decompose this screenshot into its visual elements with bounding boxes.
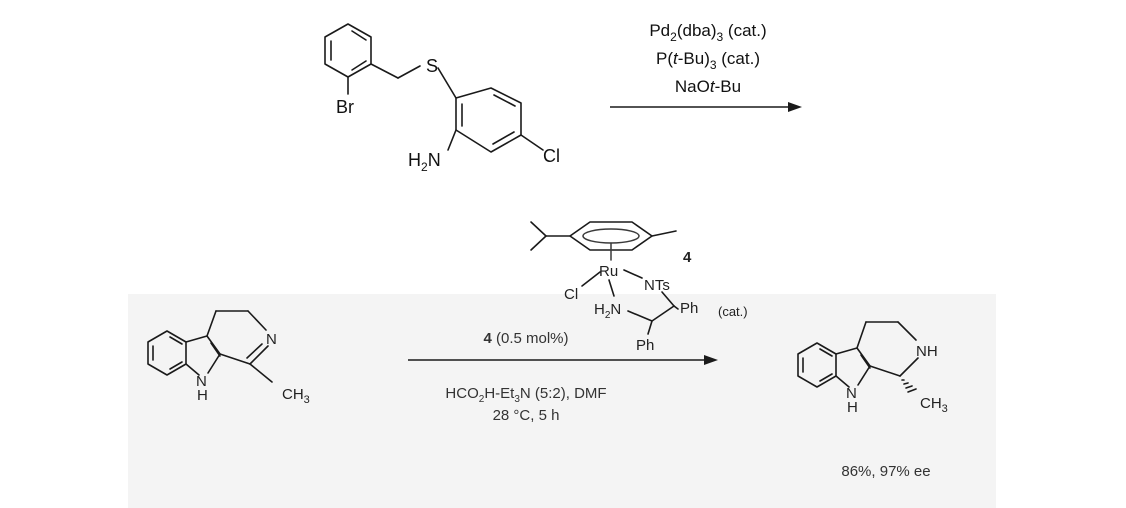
pyrrole-bond <box>207 353 221 374</box>
n-ch-bond <box>661 291 675 307</box>
phenyl-label-1: Ph <box>680 300 698 317</box>
ring-bond <box>856 321 867 349</box>
benzene-ring-left <box>324 23 372 78</box>
ch2-s-bond <box>397 65 421 79</box>
indole-h-label: H <box>197 387 208 404</box>
ring-double-bond <box>819 373 833 382</box>
reaction1-arrowhead <box>788 102 802 112</box>
yield-ee-result: 86%, 97% ee <box>841 463 930 480</box>
cl-label: Cl <box>564 286 578 303</box>
indole-h-label: H <box>847 399 858 416</box>
imine-bond <box>249 345 269 365</box>
ring-bond <box>219 353 251 365</box>
n-ch-bond <box>627 310 653 322</box>
imine-double-bond <box>246 343 263 359</box>
ligand-line: P(t-Bu)3 (cat.) <box>656 49 760 72</box>
chlorine-label: Cl <box>543 146 560 166</box>
amine-label: H2N <box>408 150 441 174</box>
isopropyl-bond <box>530 221 547 237</box>
reaction2-conditions: 4 (0.5 mol%) HCO2H-Et3N (5:2), DMF 28 °C… <box>408 330 718 424</box>
c-n-bond <box>447 129 457 151</box>
pyrrole-double-bond <box>860 354 871 369</box>
ru-nh2-bond <box>608 279 615 297</box>
reaction1-conditions: Pd2(dba)3 (cat.) P(t-Bu)3 (cat.) NaOt-Bu <box>610 21 802 112</box>
ring-double-bond <box>492 131 515 145</box>
catalyst-number: 4 <box>683 249 692 266</box>
ch-ph-bond <box>647 320 653 335</box>
dihydro-beta-carboline-substrate: N N H CH3 <box>147 310 310 406</box>
pyrrole-bond <box>185 335 208 343</box>
pyrrole-bond <box>185 363 200 376</box>
ring-bond <box>897 321 917 341</box>
isopropyl-bond <box>530 235 547 251</box>
ring-double-bond <box>493 94 516 107</box>
reaction2-arrowhead <box>704 355 718 365</box>
ring-double-bond <box>819 348 833 357</box>
methyl-bond <box>249 363 273 383</box>
phenyl-label-2: Ph <box>636 337 654 354</box>
catalyst-pd-line: Pd2(dba)3 (cat.) <box>649 21 766 44</box>
nts-label: NTs <box>644 277 670 294</box>
pyrrole-bond <box>206 335 221 355</box>
ring-double-bond <box>169 361 183 370</box>
ru-nts-bond <box>623 269 643 279</box>
pyrrole-bond <box>835 375 850 388</box>
aryl-bromide-substrate: S Br H2N Cl <box>324 23 560 174</box>
methyl-label: CH3 <box>920 395 948 415</box>
solvent-line: HCO2H-Et3N (5:2), DMF <box>445 385 606 405</box>
benzylic-bond <box>370 63 399 79</box>
hashed-stereo-bond <box>901 379 917 393</box>
h2n-label: H2N <box>594 301 621 321</box>
methyl-bond <box>651 230 677 237</box>
ring-bond <box>247 310 267 331</box>
catalyst-cat-label: (cat.) <box>718 304 748 319</box>
indole-n-label: N <box>196 373 207 390</box>
methyl-label: CH3 <box>282 386 310 406</box>
ring-bond <box>206 310 217 337</box>
bromine-label: Br <box>336 97 354 117</box>
benzene-ring-right <box>455 87 522 153</box>
ch-ch-bond <box>651 305 675 322</box>
ring-double-bond <box>351 60 367 71</box>
temperature-time-line: 28 °C, 5 h <box>493 407 560 424</box>
ch-ph-bond <box>673 305 679 310</box>
ring-double-bond <box>351 30 367 41</box>
aromatic-circle <box>582 228 640 244</box>
s-aryl-bond <box>437 67 457 99</box>
ring-bond <box>899 357 919 377</box>
pyrrole-bond <box>857 365 871 386</box>
ruthenium-catalyst-4: Ru NTs Cl H2N Ph Ph 4 (cat.) <box>530 221 748 354</box>
indole-n-label: N <box>846 385 857 402</box>
catalyst-loading: 4 (0.5 mol%) <box>483 330 568 347</box>
pyrrole-bond <box>856 347 871 367</box>
ring-bond <box>869 365 901 377</box>
imine-n-label: N <box>266 331 277 348</box>
c-cl-bond <box>520 134 544 151</box>
ru-label: Ru <box>599 263 618 280</box>
tetrahydro-beta-carboline-product: NH N H CH3 <box>797 321 948 416</box>
sulfur-label: S <box>426 56 438 76</box>
base-line: NaOt-Bu <box>675 77 741 96</box>
nh-label: NH <box>916 343 938 360</box>
ru-cl-bond <box>581 271 601 287</box>
ring-double-bond <box>169 336 183 345</box>
lower-scheme-panel <box>128 294 996 508</box>
pyrrole-double-bond <box>210 342 221 357</box>
pyrrole-bond <box>835 347 858 355</box>
